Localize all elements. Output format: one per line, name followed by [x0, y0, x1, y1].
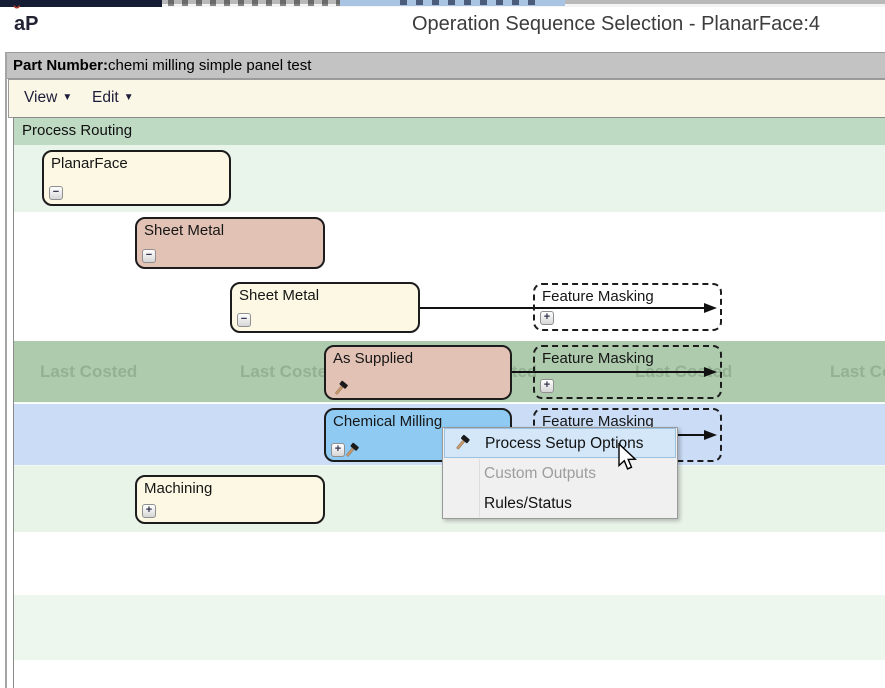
expand-icon[interactable]: + [142, 504, 156, 518]
process-node-feature-masking-1[interactable]: Feature Masking + [533, 283, 722, 331]
last-costed-watermark: Last Costed [40, 362, 138, 381]
logo-breve-mark: ˘ [14, 4, 21, 25]
node-label: Feature Masking [542, 288, 654, 305]
background-window-blue-fragments [400, 0, 540, 5]
hammer-icon [456, 434, 470, 450]
context-menu-item-process-setup-options[interactable]: Process Setup Options [444, 428, 676, 458]
expand-icon[interactable]: + [331, 443, 345, 457]
context-menu-item-label: Custom Outputs [484, 465, 596, 482]
menu-view-label: View [24, 89, 58, 106]
menu-edit-label: Edit [92, 89, 119, 106]
node-label: Sheet Metal [239, 287, 320, 304]
process-routing-header: Process Routing [14, 118, 885, 145]
process-node-sheet-metal-2[interactable]: Sheet Metal − [230, 282, 420, 333]
flow-arrowhead [704, 367, 717, 377]
node-label: Sheet Metal [144, 222, 225, 239]
flow-arrowhead [704, 430, 717, 440]
expand-icon[interactable]: + [540, 379, 554, 393]
collapse-icon[interactable]: − [237, 313, 251, 327]
app-logo: ˘aP [14, 4, 39, 36]
dialog-title: Operation Sequence Selection - PlanarFac… [412, 13, 821, 35]
collapse-icon[interactable]: − [49, 186, 63, 200]
context-menu: Process Setup Options Custom Outputs Rul… [442, 427, 678, 519]
flow-arrowhead [704, 303, 717, 313]
mouse-cursor [618, 443, 638, 470]
routing-row-4 [14, 532, 885, 595]
context-menu-item-custom-outputs: Custom Outputs [444, 459, 676, 489]
last-costed-watermark: Last Costed [240, 362, 338, 381]
node-label: Feature Masking [542, 350, 654, 367]
node-label: Chemical Milling [333, 413, 443, 430]
process-node-machining[interactable]: Machining + [135, 475, 325, 524]
menu-edit[interactable]: Edit ▼ [92, 89, 134, 107]
part-number-bar: Part Number:chemi milling simple panel t… [7, 52, 885, 79]
context-menu-item-label: Process Setup Options [485, 435, 644, 452]
process-node-planarface[interactable]: PlanarFace − [42, 150, 231, 206]
context-menu-separator [479, 459, 480, 517]
routing-row-6 [14, 660, 885, 688]
process-node-as-supplied[interactable]: As Supplied [324, 345, 512, 400]
background-window-navy-segment [0, 0, 162, 7]
context-menu-item-rules-status[interactable]: Rules/Status [444, 489, 676, 519]
dialog-left-border [5, 52, 7, 688]
background-window-strip [0, 0, 885, 7]
context-menu-item-label: Rules/Status [484, 495, 572, 512]
flow-arrow [512, 371, 705, 373]
menu-bar: View ▼ Edit ▼ [8, 79, 885, 118]
chevron-down-icon: ▼ [62, 92, 73, 103]
part-number-label: Part Number: [13, 57, 109, 74]
last-costed-watermark: Last Costed [830, 362, 885, 381]
app-logo-text: aP [14, 13, 39, 35]
hammer-icon [346, 442, 359, 457]
node-label: Feature Masking [542, 413, 654, 430]
hammer-icon [335, 380, 348, 395]
expand-icon[interactable]: + [540, 311, 554, 325]
process-node-feature-masking-2[interactable]: Feature Masking + [533, 345, 722, 399]
process-node-sheet-metal-1[interactable]: Sheet Metal − [135, 217, 325, 269]
node-label: As Supplied [333, 350, 414, 367]
node-label: PlanarFace [51, 155, 128, 172]
routing-row-5 [14, 595, 885, 660]
chevron-down-icon: ▼ [123, 92, 134, 103]
flow-arrow [420, 307, 705, 309]
menu-view[interactable]: View ▼ [24, 89, 72, 107]
part-number-value: chemi milling simple panel test [108, 57, 312, 74]
background-window-text-fragments [168, 0, 418, 6]
node-label: Machining [144, 480, 213, 497]
collapse-icon[interactable]: − [142, 249, 156, 263]
